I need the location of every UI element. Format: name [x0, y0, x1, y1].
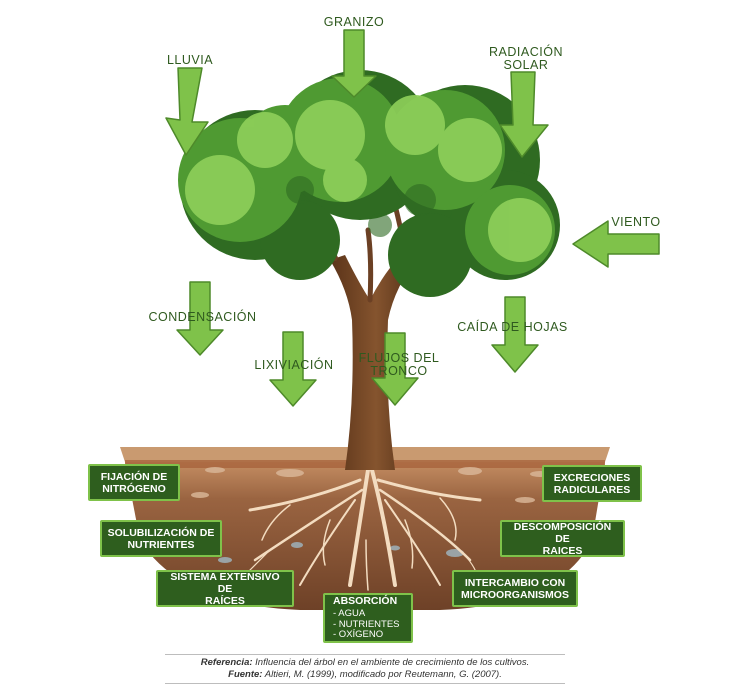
sistema-raices-box: SISTEMA EXTENSIVO DE RAÍCES [156, 570, 294, 607]
radiacion-label: RADIACIÓN SOLAR [476, 46, 576, 72]
excreciones-line2: RADICULARES [553, 483, 631, 496]
absorcion-list: - AGUA - NUTRIENTES - OXÍGENO [333, 609, 407, 641]
intercambio-box: INTERCAMBIO CON MICROORGANISMOS [452, 570, 578, 607]
solubilizacion-line1: SOLUBILIZACIÓN DE [107, 526, 215, 539]
viento-arrow [572, 220, 660, 268]
tree-canopy [178, 70, 560, 297]
descomposicion-box: DESCOMPOSICIÓN DE RAICES [500, 520, 625, 557]
flujos-label-line2: TRONCO [370, 364, 428, 378]
condensacion-label: CONDENSACIÓN [148, 310, 257, 324]
caption-source: Fuente: Altieri, M. (1999), modificado p… [165, 669, 565, 681]
condensacion-arrow [176, 281, 224, 356]
lluvia-arrow [165, 67, 209, 156]
caption-top-rule [165, 654, 565, 655]
excreciones-box: EXCRECIONES RADICULARES [542, 465, 642, 502]
intercambio-line2: MICROORGANISMOS [461, 588, 569, 601]
intercambio-line1: INTERCAMBIO CON [464, 576, 566, 589]
figure-caption: Referencia: Influencia del árbol en el a… [165, 657, 565, 681]
roots [244, 468, 482, 591]
caption-source-label: Fuente: [228, 669, 263, 680]
absorcion-title: ABSORCIÓN [333, 595, 398, 608]
radiacion-label-line2: SOLAR [503, 58, 549, 72]
absorcion-box: ABSORCIÓN - AGUA - NUTRIENTES - OXÍGENO [323, 593, 413, 643]
sistema-line2: RAÍCES [205, 594, 245, 607]
caption-source-text: Altieri, M. (1999), modificado por Reute… [264, 669, 502, 680]
radiacion-label-line1: RADIACIÓN [489, 45, 563, 59]
granizo-arrow [331, 29, 377, 98]
lluvia-label: LLUVIA [166, 53, 214, 67]
descomposicion-line2: RAICES [542, 544, 583, 557]
solubilizacion-line2: NUTRIENTES [127, 538, 195, 551]
fijacion-line2: NITRÓGENO [102, 482, 166, 495]
flujos-label-line1: FLUJOS DEL [358, 351, 440, 365]
lixiviacion-arrow [269, 331, 317, 407]
caption-reference-label: Referencia: [200, 657, 253, 668]
absorcion-item: - AGUA [333, 608, 366, 620]
radiacion-arrow [499, 71, 549, 158]
excreciones-line1: EXCRECIONES [553, 471, 631, 484]
caption-reference: Referencia: Influencia del árbol en el a… [165, 657, 565, 669]
caption-bottom-rule [165, 683, 565, 684]
caption-reference-text: Influencia del árbol en el ambiente de c… [255, 657, 530, 668]
fijacion-line1: FIJACIÓN DE [100, 470, 168, 483]
caida-label: CAÍDA DE HOJAS [457, 320, 568, 334]
flujos-arrow [371, 332, 419, 406]
absorcion-item: - NUTRIENTES [333, 618, 400, 630]
flujos-label: FLUJOS DEL TRONCO [345, 352, 453, 378]
absorcion-item: - OXÍGENO [333, 629, 384, 641]
descomposicion-line1: DESCOMPOSICIÓN DE [513, 520, 612, 545]
granizo-label: GRANIZO [323, 15, 385, 29]
sistema-line1: SISTEMA EXTENSIVO DE [170, 570, 280, 595]
solubilizacion-box: SOLUBILIZACIÓN DE NUTRIENTES [100, 520, 222, 557]
fijacion-nitrogeno-box: FIJACIÓN DE NITRÓGENO [88, 464, 180, 501]
viento-label: VIENTO [611, 215, 661, 229]
lixiviacion-label: LIXIVIACIÓN [254, 358, 334, 372]
caida-arrow [491, 296, 539, 373]
